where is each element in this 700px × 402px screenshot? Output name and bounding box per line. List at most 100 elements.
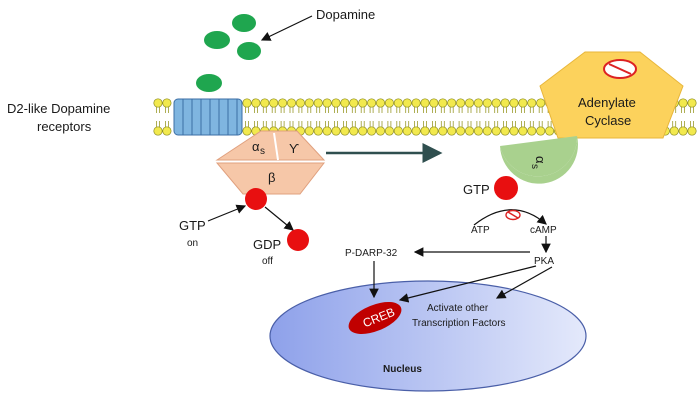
lipid-head	[358, 126, 368, 136]
receptor-label-line1: D2-like Dopamine	[7, 101, 110, 116]
lipid-head	[438, 126, 448, 136]
lipid-head	[269, 98, 279, 108]
lipid-head	[536, 98, 546, 108]
lipid-head	[473, 126, 483, 136]
creb-protein	[348, 302, 402, 334]
lipid-head	[527, 98, 537, 108]
atp-label: ATP	[471, 225, 490, 236]
gdp-molecule	[287, 229, 309, 251]
lipid-head	[322, 126, 332, 136]
lipid-head	[304, 126, 314, 136]
dopamine-label: Dopamine	[316, 7, 375, 22]
lipid-head	[509, 126, 519, 136]
activate-label-line1: Activate other	[427, 303, 489, 314]
nucleus-label: Nucleus	[383, 364, 422, 375]
atp-camp-arrow	[473, 209, 547, 226]
gtp-left-label: GTP	[179, 218, 206, 233]
lipid-head	[367, 126, 377, 136]
lipid-head	[473, 98, 483, 108]
lipid-head	[464, 98, 475, 108]
adenylate-label-line2: Cyclase	[585, 113, 631, 128]
lipid-head	[669, 126, 679, 136]
lipid-head	[278, 98, 288, 108]
adenylate-label-line1: Adenylate	[578, 95, 636, 110]
lipid-head	[536, 126, 546, 136]
lipid-head	[687, 126, 697, 136]
lipid-head	[331, 98, 341, 108]
lipid-head	[545, 126, 555, 136]
pka-to-tf-arrow	[495, 266, 553, 299]
camp-label: cAMP	[530, 225, 557, 236]
lipid-head	[295, 98, 305, 108]
lipid-head	[464, 126, 475, 136]
lipid-head	[358, 98, 368, 108]
lipid-head	[340, 98, 350, 108]
dopamine-molecule	[237, 42, 261, 60]
dopamine-molecule	[204, 31, 230, 49]
lipid-head	[482, 98, 492, 108]
lipid-head	[242, 98, 252, 108]
dopamine-molecule	[196, 74, 222, 92]
lipid-head	[384, 98, 394, 108]
lipid-head	[491, 98, 501, 108]
lipid-head	[411, 126, 421, 136]
lipid-head	[251, 98, 261, 108]
lipid-head	[349, 98, 359, 108]
beta-subunit-label: β	[268, 170, 275, 185]
nucleus-ellipse	[269, 280, 587, 392]
gdp-label: GDP	[253, 237, 281, 252]
lipid-head	[429, 98, 439, 108]
dopamine-molecule	[232, 14, 256, 32]
alpha-s2-subscript: s	[529, 164, 540, 169]
lipid-head	[402, 98, 412, 108]
lipid-head	[331, 126, 341, 136]
dopamine-arrow	[260, 15, 313, 41]
lipid-head	[500, 98, 510, 108]
pka-to-creb-arrow	[398, 265, 537, 303]
lipid-head	[687, 98, 697, 108]
d2-receptor	[173, 98, 243, 136]
lipid-head	[438, 98, 448, 108]
alpha-s-subunit-label: α	[252, 139, 260, 154]
lipid-head	[153, 126, 163, 136]
lipid-head	[393, 126, 403, 136]
lipid-head	[260, 98, 270, 108]
lipid-head	[162, 98, 172, 108]
gdp-off-label: off	[262, 256, 273, 267]
activate-label-line2: Transcription Factors	[412, 318, 506, 329]
adenylate-cyclase	[539, 51, 684, 139]
lipid-head	[375, 98, 386, 108]
lipid-head	[349, 126, 359, 136]
lipid-head	[162, 126, 172, 136]
lipid-head	[527, 126, 537, 136]
lipid-head	[402, 126, 412, 136]
alpha-s-subunit-body	[500, 136, 578, 184]
lipid-head	[153, 98, 163, 108]
g-protein-complex	[215, 130, 326, 195]
pka-label: PKA	[534, 256, 554, 267]
gtp-molecule-right	[494, 176, 518, 200]
lipid-head	[500, 126, 510, 136]
gamma-subunit-label: ϒ	[289, 141, 299, 156]
lipid-head	[678, 98, 688, 108]
lipid-head	[313, 98, 323, 108]
lipid-head	[367, 98, 377, 108]
lipid-head	[375, 126, 386, 136]
lipid-head	[429, 126, 439, 136]
gtp-to-gprotein-arrow	[207, 204, 247, 222]
lipid-head	[384, 126, 394, 136]
lipid-head	[242, 126, 252, 136]
lipid-head	[491, 126, 501, 136]
lipid-head	[447, 98, 457, 108]
lipid-head	[313, 126, 323, 136]
gtp-to-gdp-arrow	[264, 206, 294, 231]
lipid-head	[411, 98, 421, 108]
lipid-head	[509, 98, 519, 108]
lipid-head	[340, 126, 350, 136]
gtp-on-label: on	[187, 238, 198, 249]
lipid-head	[456, 98, 466, 108]
lipid-head	[447, 126, 457, 136]
lipid-head	[420, 126, 430, 136]
